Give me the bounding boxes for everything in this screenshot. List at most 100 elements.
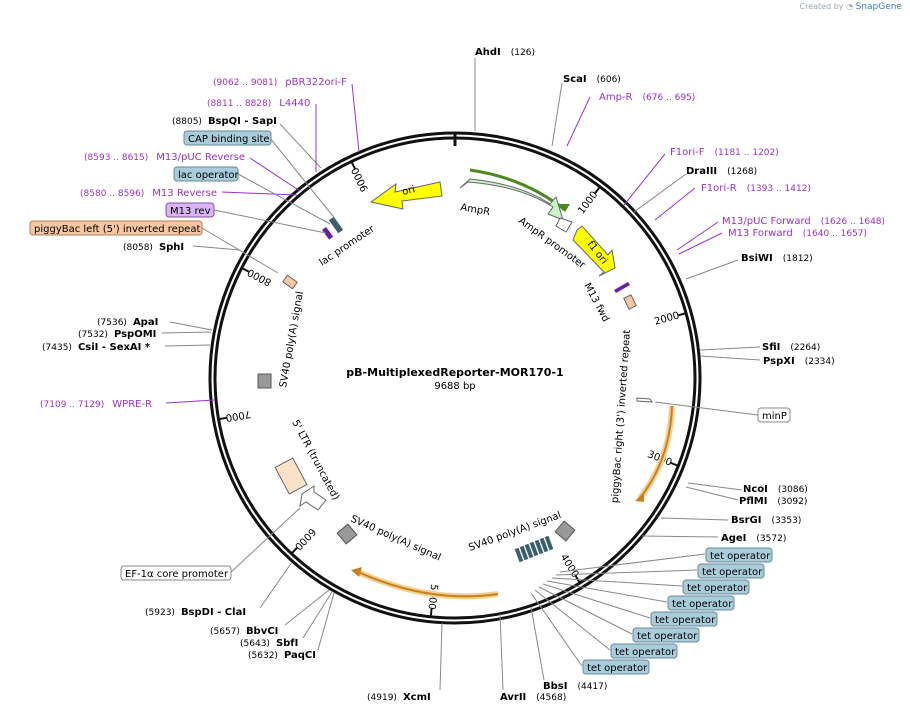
cap-binding-callout[interactable] bbox=[183, 130, 272, 146]
enzyme-label[interactable]: AhdI(126) bbox=[475, 47, 535, 58]
piggybac-left-callout-label: piggyBac left (5') inverted repeat bbox=[34, 224, 200, 235]
primer-label[interactable]: (8811 .. 8828)L4440 bbox=[207, 98, 310, 109]
ampr-feature-arrow[interactable] bbox=[459, 178, 564, 221]
scale-tick-label: 2000 bbox=[653, 310, 680, 327]
primer-label[interactable]: M13/pUC Forward(1626 .. 1648) bbox=[722, 216, 885, 227]
primer-label[interactable]: F1ori-F(1181 .. 1202) bbox=[670, 147, 779, 158]
enzyme-leader bbox=[302, 591, 333, 639]
enzyme-label[interactable]: NcoI(3086) bbox=[743, 484, 808, 495]
callout-leader bbox=[555, 569, 698, 576]
tet-operator-mark bbox=[539, 537, 549, 553]
orf-bottom-arrow bbox=[357, 571, 499, 598]
cap-binding-callout-label: CAP binding site bbox=[188, 134, 270, 145]
tet-operator-callout[interactable] bbox=[610, 643, 678, 659]
ampr-promoter-arrow[interactable] bbox=[555, 217, 573, 233]
primer-label[interactable]: (8580 .. 8596)M13 Reverse bbox=[80, 188, 217, 199]
m13-rev-callout-label: M13 rev bbox=[170, 206, 211, 217]
tet-operator-callout[interactable] bbox=[650, 611, 718, 627]
primer-leader bbox=[566, 96, 591, 147]
piggybac-left-callout[interactable] bbox=[29, 220, 203, 236]
tet-operator-callout[interactable] bbox=[582, 659, 650, 675]
primer-label[interactable]: M13 Forward(1640 .. 1657) bbox=[728, 228, 867, 239]
lac-operator-callout[interactable] bbox=[173, 166, 239, 182]
enzyme-label[interactable]: SfiI(2264) bbox=[762, 342, 820, 353]
primer-label[interactable]: (8593 .. 8615)M13/pUC Reverse bbox=[84, 152, 245, 163]
sv40-polya-label-3: SV40 poly(A) signal bbox=[278, 290, 306, 388]
tet-operator-cluster[interactable] bbox=[514, 535, 554, 563]
enzyme-label[interactable]: DraIII(1268) bbox=[686, 166, 757, 177]
m13-fwd-feature[interactable] bbox=[614, 282, 630, 293]
minp-callout-box[interactable] bbox=[757, 407, 791, 423]
enzyme-label[interactable]: AgeI(3572) bbox=[721, 533, 786, 544]
enzyme-label[interactable]: (4919)XcmI bbox=[367, 692, 431, 703]
callout-leader bbox=[201, 227, 279, 274]
scale-tick bbox=[350, 161, 356, 170]
callout-leader bbox=[538, 586, 633, 635]
ampr-feature-label: AmpR bbox=[459, 202, 490, 218]
piggybac-left-feature[interactable] bbox=[282, 274, 298, 290]
ori-feature-label: ori bbox=[401, 184, 416, 198]
enzyme-leader bbox=[499, 613, 504, 691]
enzyme-label[interactable]: (7532)PspOMI bbox=[78, 329, 156, 340]
enzyme-label[interactable]: (5632)PaqCI bbox=[248, 650, 316, 661]
sv40-polya-box-2[interactable] bbox=[336, 523, 358, 545]
scale-tick-label: 9000 bbox=[350, 165, 371, 193]
enzyme-leader bbox=[633, 173, 687, 213]
enzyme-label[interactable]: BsrGI(3353) bbox=[731, 515, 801, 526]
primer-label[interactable]: (7109 .. 7129)WPRE-R bbox=[40, 399, 152, 410]
tet-operator-label: tet operator bbox=[637, 631, 698, 642]
tet-operator-mark bbox=[544, 535, 554, 551]
scale-tick bbox=[429, 608, 433, 617]
primer-leader bbox=[165, 399, 215, 404]
enzyme-leader bbox=[161, 331, 212, 334]
enzyme-label[interactable]: (5923)BspDI - ClaI bbox=[145, 607, 246, 618]
tet-operator-label: tet operator bbox=[710, 551, 771, 562]
sv40-polya-box-1[interactable] bbox=[554, 520, 576, 542]
plasmid-size: 9688 bp bbox=[434, 381, 475, 392]
tet-operator-callout[interactable] bbox=[632, 627, 700, 643]
enzyme-label[interactable]: BsiWI(1812) bbox=[741, 253, 813, 264]
credit-prefix: Created by bbox=[799, 2, 844, 11]
tet-operator-callout[interactable] bbox=[705, 547, 773, 563]
m13-rev-callout[interactable] bbox=[165, 202, 215, 218]
ltr-feature[interactable] bbox=[274, 457, 308, 495]
scale-tick bbox=[218, 416, 227, 421]
enzyme-label[interactable]: (7435)CsiI - SexAI * bbox=[42, 342, 151, 353]
enzyme-label[interactable]: BbsI(4417) bbox=[543, 681, 607, 692]
piggybac-right-feature[interactable] bbox=[623, 294, 637, 310]
enzyme-label[interactable]: (8058)SphI bbox=[123, 242, 184, 253]
tet-operator-mark bbox=[519, 545, 529, 561]
enzyme-label[interactable]: ScaI(606) bbox=[563, 74, 621, 85]
enzyme-label[interactable]: (5657)BbvCI bbox=[210, 626, 278, 637]
primer-leader bbox=[654, 187, 696, 221]
tet-operator-mark bbox=[514, 547, 524, 563]
tet-operator-callout[interactable] bbox=[697, 563, 765, 579]
enzyme-label[interactable]: (5643)SbfI bbox=[240, 638, 298, 649]
primer-label[interactable]: F1ori-R(1393 .. 1412) bbox=[701, 183, 811, 194]
m13-rev-mark bbox=[322, 226, 334, 240]
f1-ori-feature-arrow[interactable] bbox=[572, 225, 616, 277]
enzyme-label[interactable]: AvrII(4568) bbox=[500, 692, 566, 703]
tet-operator-callout[interactable] bbox=[682, 579, 750, 595]
callout-leader bbox=[559, 553, 706, 573]
enzyme-label[interactable]: PspXI(2334) bbox=[763, 356, 835, 367]
enzyme-leader bbox=[660, 517, 729, 521]
scale-tick bbox=[670, 462, 679, 467]
ef1a-promoter-arrow[interactable] bbox=[299, 485, 327, 511]
scale-tick-label: 1000 bbox=[576, 190, 600, 217]
enzyme-leader bbox=[685, 259, 739, 280]
enzyme-label[interactable]: (8805)BspQI - SapI bbox=[172, 116, 277, 127]
enzyme-label[interactable]: PflMI(3092) bbox=[739, 496, 807, 507]
enzyme-leader bbox=[685, 486, 739, 501]
enzyme-leader bbox=[551, 82, 563, 147]
enzyme-leader bbox=[317, 592, 335, 651]
minp-feature[interactable] bbox=[636, 397, 653, 403]
sv40-polya-box-3[interactable] bbox=[257, 373, 272, 389]
ef1a-callout-box[interactable] bbox=[120, 565, 232, 581]
tet-operator-callout[interactable] bbox=[667, 595, 735, 611]
snapgene-logo-icon: ◔ bbox=[846, 2, 854, 11]
ori-feature-arrow[interactable] bbox=[369, 181, 443, 210]
enzyme-label[interactable]: (7536)ApaI bbox=[97, 317, 158, 328]
primer-label[interactable]: (9062 .. 9081)pBR322ori-F bbox=[213, 77, 347, 88]
primer-label[interactable]: Amp-R(676 .. 695) bbox=[599, 92, 695, 103]
